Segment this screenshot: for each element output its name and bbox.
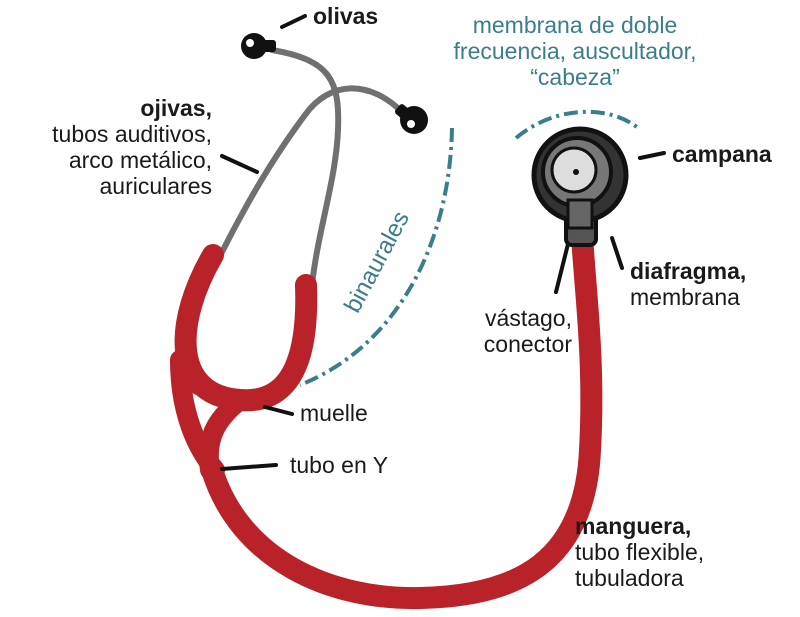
label-membrana-l2: frecuencia, auscultador,	[453, 38, 697, 64]
leader-olivas	[280, 14, 307, 29]
label-membrana: membrana de doble frecuencia, auscultado…	[410, 12, 740, 90]
label-olivas: olivas	[313, 3, 379, 29]
label-ojivas-l2: tubos auditivos,	[52, 121, 212, 147]
label-manguera-l2: tubo flexible,	[575, 539, 705, 565]
leader-campana	[638, 151, 666, 160]
y-tube	[170, 350, 250, 480]
label-membrana-l1: membrana de doble	[472, 12, 678, 38]
label-membrana-l3: “cabeza”	[530, 64, 620, 90]
label-diafragma-bold: diafragma,	[630, 258, 747, 284]
label-diafragma: diafragma, membrana	[630, 258, 746, 310]
label-ojivas: ojivas, tubos auditivos, arco metálico, …	[52, 95, 212, 199]
label-campana: campana	[672, 141, 772, 167]
label-tubo-y: tubo en Y	[290, 452, 389, 478]
chest-piece-icon	[531, 126, 629, 247]
label-ojivas-l4: auriculares	[99, 173, 213, 199]
leader-tubo-y	[220, 463, 278, 471]
left-ear-tip-icon	[241, 33, 276, 59]
label-manguera-l3: tubuladora	[575, 565, 684, 591]
right-ear-tube	[215, 85, 405, 263]
label-ojivas-bold: ojivas,	[140, 95, 212, 121]
label-manguera: manguera, tubo flexible, tubuladora	[575, 513, 704, 591]
left-ear-tube	[269, 47, 342, 288]
label-diafragma-l2: membrana	[630, 284, 740, 310]
leader-vastago	[554, 242, 570, 294]
membrana-arc	[514, 109, 640, 140]
leader-ojivas	[220, 154, 259, 174]
label-vastago-l2: conector	[483, 331, 572, 357]
label-vastago: vástago, conector	[484, 305, 572, 357]
leader-diafragma	[610, 236, 624, 270]
left-binaural-tube	[174, 244, 318, 412]
leader-muelle	[263, 405, 294, 416]
label-manguera-bold: manguera,	[575, 513, 692, 539]
label-vastago-l1: vástago,	[485, 305, 572, 331]
binaurales-arc	[299, 127, 454, 387]
right-ear-tip-icon	[395, 104, 428, 134]
label-ojivas-l3: arco metálico,	[68, 147, 212, 173]
main-hose	[201, 224, 603, 610]
label-muelle: muelle	[300, 400, 368, 426]
